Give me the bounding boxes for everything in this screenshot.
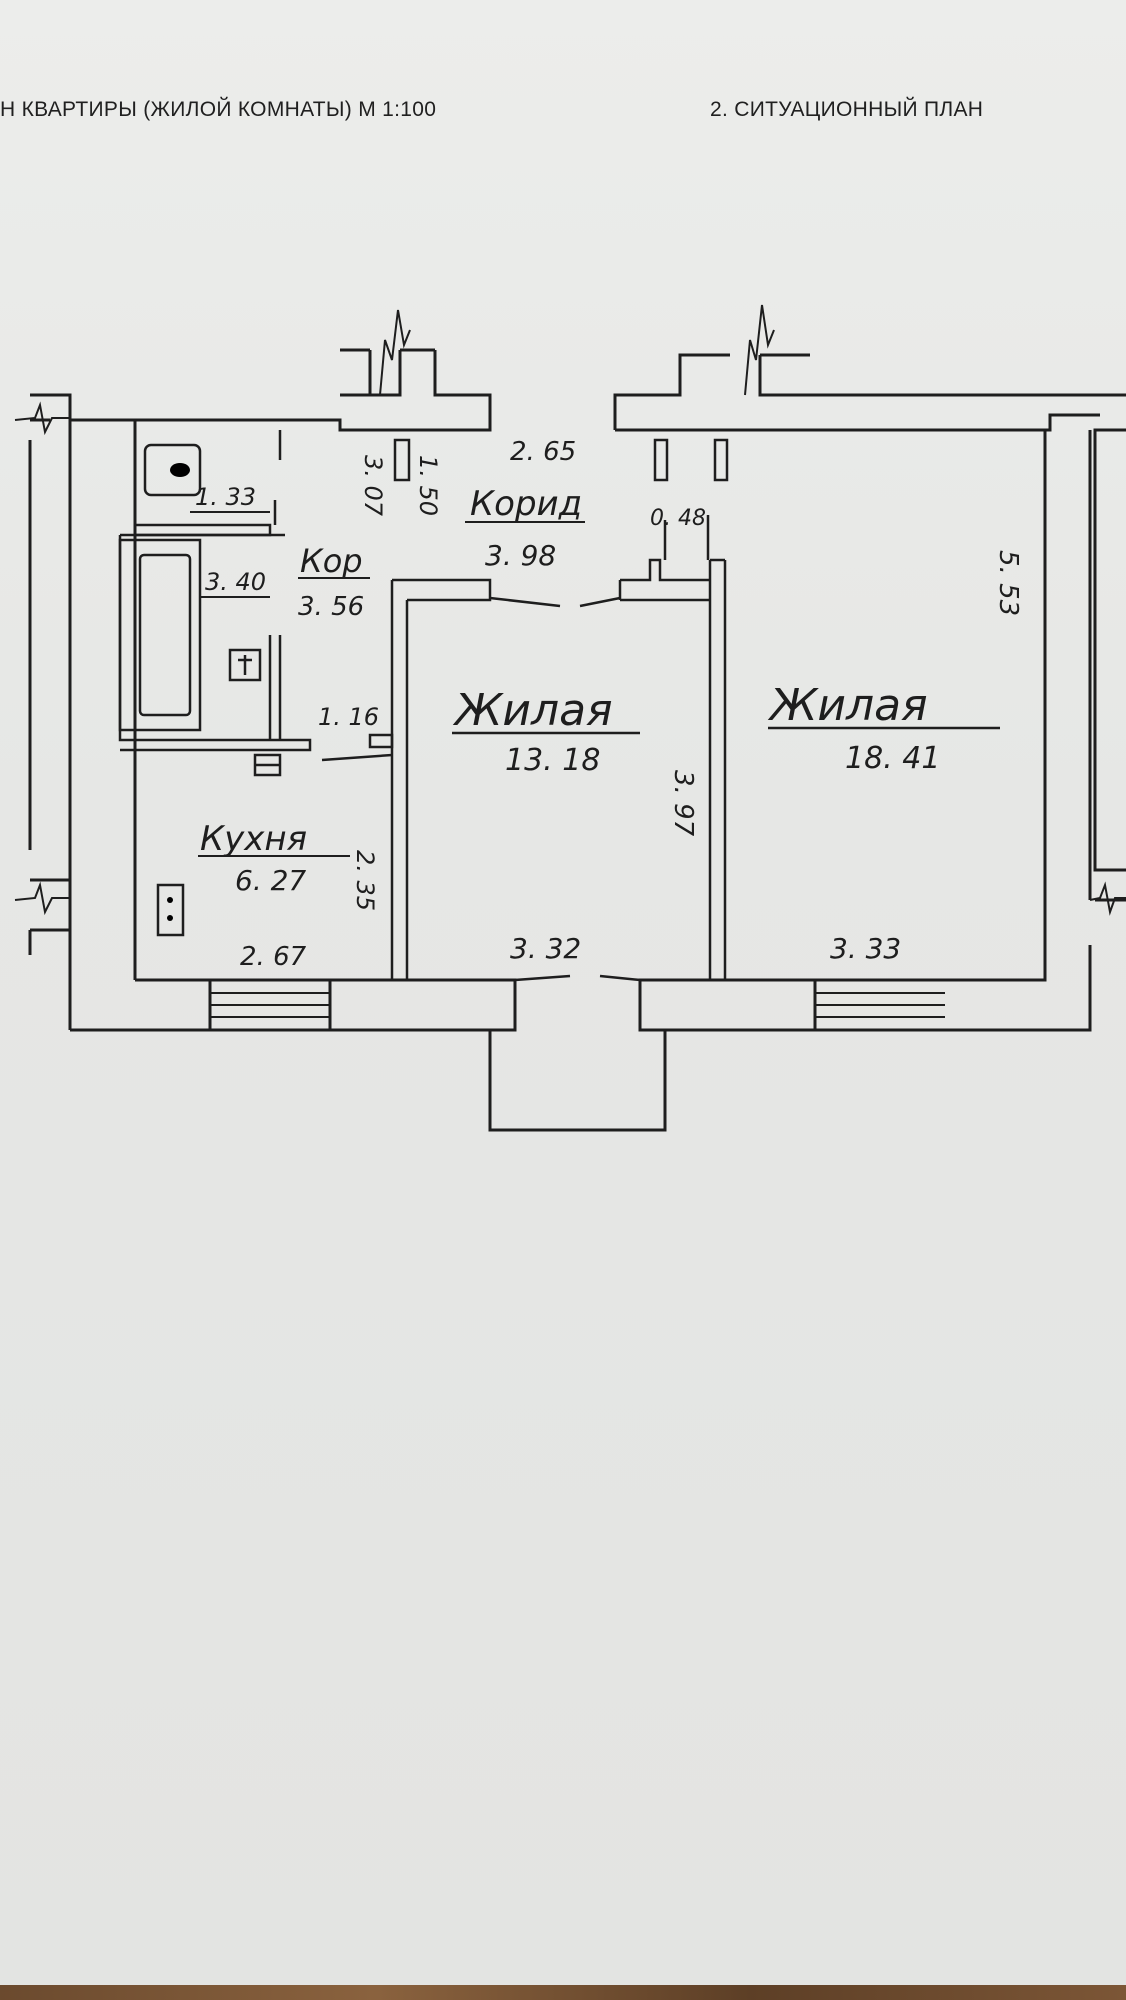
living-room-2-area: 18. 41 bbox=[845, 741, 940, 776]
dimension-2-65: 2. 65 bbox=[510, 437, 576, 467]
situation-plan-title: 2. СИТУАЦИОННЫЙ ПЛАН bbox=[710, 98, 984, 121]
kor-area: 3. 56 bbox=[298, 592, 364, 622]
dimension-1-16: 1. 16 bbox=[318, 703, 379, 731]
plan-title: Н КВАРТИРЫ (ЖИЛОЙ КОМНАТЫ) М 1:100 bbox=[0, 98, 437, 121]
dimension-3-32: 3. 32 bbox=[510, 932, 581, 965]
corridor-area: 3. 98 bbox=[485, 539, 556, 572]
dimension-5-53: 5. 53 bbox=[993, 550, 1023, 616]
dimension-1-33: 1. 33 bbox=[195, 483, 256, 511]
kitchen-label: Кухня bbox=[200, 819, 307, 859]
dimension-3-33: 3. 33 bbox=[830, 932, 901, 965]
kitchen-area: 6. 27 bbox=[235, 864, 306, 897]
dimension-3-07: 3. 07 bbox=[359, 455, 387, 517]
corridor-label: Корид bbox=[470, 484, 582, 524]
living-room-1-area: 13. 18 bbox=[505, 743, 600, 778]
dimension-1-50: 1. 50 bbox=[414, 455, 442, 516]
living-room-2-label: Жилая bbox=[767, 680, 928, 731]
kor-label: Кор bbox=[300, 542, 363, 580]
break-marks bbox=[14, 304, 1126, 916]
outer-walls bbox=[28, 348, 1126, 1132]
interior-walls bbox=[118, 430, 729, 982]
table-edge bbox=[0, 1985, 1126, 2000]
living-room-1-label: Жилая bbox=[452, 685, 613, 736]
windows bbox=[210, 992, 945, 1018]
dimension-2-67: 2. 67 bbox=[240, 942, 307, 972]
dimension-2-35: 2. 35 bbox=[351, 850, 379, 911]
dimension-3-40: 3. 40 bbox=[205, 568, 266, 596]
dimension-0-48: 0. 48 bbox=[650, 506, 706, 531]
dimension-3-97: 3. 97 bbox=[668, 770, 698, 837]
